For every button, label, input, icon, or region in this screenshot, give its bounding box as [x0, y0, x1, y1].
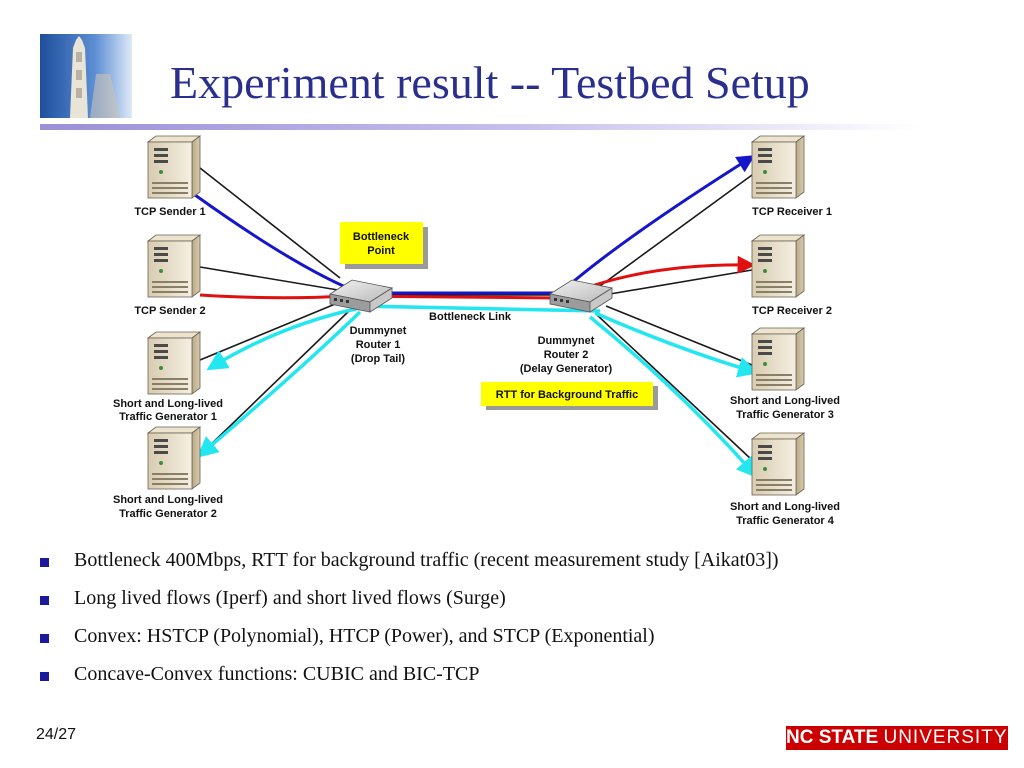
- bullet-item: Long lived flows (Iperf) and short lived…: [40, 587, 779, 625]
- tcp-sender-1-label: TCP Sender 1: [134, 206, 205, 218]
- bullet-icon: [40, 596, 49, 605]
- bullet-text: Bottleneck 400Mbps, RTT for background t…: [74, 549, 779, 571]
- traffic-generator-3-label-line1: Short and Long-lived: [730, 395, 840, 407]
- testbed-diagram: TCP Sender 1 TCP Sender 2 Short and Long…: [113, 135, 840, 527]
- background-traffic-flows: [196, 304, 760, 479]
- traffic-generator-1-label-line1: Short and Long-lived: [113, 398, 223, 410]
- router-1-label-line1: Dummynet: [350, 325, 407, 337]
- bullet-list: Bottleneck 400Mbps, RTT for background t…: [40, 549, 779, 701]
- rtt-callout-label: RTT for Background Traffic: [496, 389, 638, 401]
- page-number: 24/27: [36, 726, 77, 743]
- traffic-generator-3-server-icon: [751, 327, 805, 391]
- bottleneck-link-label: Bottleneck Link: [429, 311, 512, 323]
- bullet-text: Convex: HSTCP (Polynomial), HTCP (Power)…: [74, 625, 655, 647]
- tcp-receiver-1-server-icon: [751, 135, 805, 199]
- traffic-generator-1-label-line2: Traffic Generator 1: [119, 411, 217, 423]
- bullet-item: Concave-Convex functions: CUBIC and BIC-…: [40, 663, 779, 701]
- router-2-label-line3: (Delay Generator): [520, 363, 613, 375]
- traffic-generator-1-server-icon: [147, 331, 201, 395]
- tcp-receiver-2-label: TCP Receiver 2: [752, 305, 832, 317]
- tcp-flow-1: [194, 155, 756, 295]
- bottleneck-point-callout: Bottleneck Point: [340, 222, 428, 269]
- bottleneck-callout-line2: Point: [367, 245, 395, 257]
- traffic-generator-4-server-icon: [751, 432, 805, 496]
- bullet-item: Bottleneck 400Mbps, RTT for background t…: [40, 549, 779, 587]
- title-divider: [40, 124, 920, 130]
- router-1-label-line2: Router 1: [356, 339, 401, 351]
- tcp-sender-2-server-icon: [147, 234, 201, 298]
- traffic-generator-4-label-line1: Short and Long-lived: [730, 501, 840, 513]
- traffic-generator-2-label-line1: Short and Long-lived: [113, 494, 223, 506]
- logo-name-light: UNIVERSITY: [883, 727, 1008, 748]
- rtt-callout: RTT for Background Traffic: [481, 382, 658, 410]
- network-links: [199, 167, 753, 461]
- traffic-generator-2-server-icon: [147, 426, 201, 490]
- bottleneck-callout-line1: Bottleneck: [353, 231, 410, 243]
- router-1-label-line3: (Drop Tail): [351, 353, 406, 365]
- tcp-receiver-2-server-icon: [751, 234, 805, 298]
- router-2-label-line2: Router 2: [544, 349, 589, 361]
- traffic-generator-3-label-line2: Traffic Generator 3: [736, 409, 834, 421]
- bullet-icon: [40, 558, 49, 567]
- tcp-sender-2-label: TCP Sender 2: [134, 305, 205, 317]
- bullet-text: Concave-Convex functions: CUBIC and BIC-…: [74, 663, 480, 685]
- belltower-photo: [40, 34, 132, 118]
- tcp-receiver-1-label: TCP Receiver 1: [752, 206, 832, 218]
- traffic-generator-4-label-line2: Traffic Generator 4: [736, 515, 835, 527]
- bullet-text: Long lived flows (Iperf) and short lived…: [74, 587, 506, 609]
- bullet-item: Convex: HSTCP (Polynomial), HTCP (Power)…: [40, 625, 779, 663]
- tcp-sender-1-server-icon: [147, 135, 201, 199]
- bullet-icon: [40, 634, 49, 643]
- traffic-generator-2-label-line2: Traffic Generator 2: [119, 508, 217, 520]
- slide-title: Experiment result -- Testbed Setup: [170, 57, 810, 108]
- ncsu-logo: NC STATE UNIVERSITY: [786, 726, 1008, 750]
- router-2-label-line1: Dummynet: [538, 335, 595, 347]
- bullet-icon: [40, 672, 49, 681]
- logo-name-bold: NC STATE: [786, 727, 879, 748]
